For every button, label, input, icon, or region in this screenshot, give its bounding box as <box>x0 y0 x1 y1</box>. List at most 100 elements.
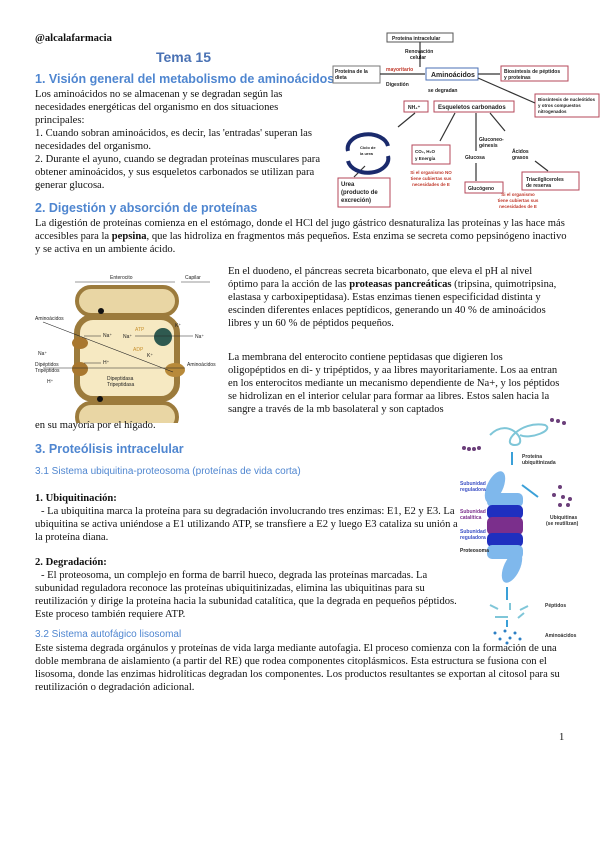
section3-2-text: Este sistema degrada orgánulos y proteín… <box>35 643 560 693</box>
diagram-label: Tripéptidos <box>35 368 60 374</box>
diagram-label: y Energía <box>415 156 436 161</box>
page-number: 1 <box>559 732 565 743</box>
diagram-label: Si el organismo NO <box>410 170 452 175</box>
diagram-label: excreción) <box>341 198 371 204</box>
diagram-label: nitrogenados <box>538 109 567 114</box>
diagram-label: Dipéptidos <box>35 362 59 368</box>
diagram-label: Na⁺ <box>195 334 204 340</box>
diagram-label: reguladora <box>460 535 486 541</box>
diagram-label: NH₄⁺ <box>408 105 421 111</box>
box-esqueletos <box>433 100 515 113</box>
section2-para3-end: en su mayoría por el hígado. <box>35 420 156 431</box>
diagram-label: Ácidos <box>512 148 529 155</box>
diagram-label: CO₂, H₂O <box>415 149 435 154</box>
diagram-label: Urea <box>341 182 355 188</box>
document-title: Tema 15 <box>156 49 211 65</box>
diagram-label: H⁺ <box>103 360 110 366</box>
diagram-label: Proteína <box>522 454 542 460</box>
diagram-label: Aminoácidos <box>431 72 475 79</box>
diagram-label: Péptidos <box>545 603 566 609</box>
diagram-label: Esqueletos carbonados <box>438 105 506 111</box>
diagram-label: ADP <box>133 347 144 353</box>
diagram-label: Si el organismo <box>501 192 535 197</box>
diagram-label: Gluconeo- <box>479 137 504 143</box>
section3-2-heading: 3.2 Sistema autofágico lisosomal <box>35 629 182 640</box>
diagram-label: Na⁺ <box>103 333 112 339</box>
step2-title: 2. Degradación: <box>35 557 107 568</box>
diagram-label: H⁺ <box>47 379 54 385</box>
diagram-label: catalítica <box>460 515 482 521</box>
diagram-label: ATP <box>135 327 145 333</box>
section2-para3: La membrana del enterocito contiene pept… <box>228 352 560 415</box>
diagram-label: K⁺ <box>147 353 153 359</box>
diagram-label: grasos <box>512 155 529 161</box>
diagram-label: necesidades de E <box>412 182 450 187</box>
box-triacilgliceroles <box>521 171 580 191</box>
aminoacid-metabolism-diagram: Proteína intracelular Renovacióncelular … <box>332 32 600 209</box>
diagram-label: (se reutilizan) <box>546 521 579 527</box>
diagram-label: Biosíntesis de péptidos <box>504 69 560 75</box>
diagram-label: Subunidad <box>460 529 486 535</box>
section1-point2: 2. Durante el ayuno, cuando se degradan … <box>35 154 321 191</box>
h-peptide-transporter <box>72 362 88 376</box>
box-glucogeno <box>464 181 504 194</box>
box-urea <box>337 177 391 208</box>
diagram-label: la urea <box>360 151 374 156</box>
diagram-label: Dipeptidasa <box>107 376 134 382</box>
urea-cycle-icon <box>345 132 391 175</box>
diagram-label: tiene cubiertas sus <box>411 176 452 181</box>
diagram-label: (producto de <box>341 190 378 196</box>
diagram-label: dieta <box>335 75 347 81</box>
diagram-label: ubiquitinizada <box>522 460 556 466</box>
box-nh4 <box>403 100 429 113</box>
diagram-label: Proteína de la <box>335 69 368 75</box>
diagram-label: de reserva <box>526 183 551 189</box>
na-k-atpase <box>154 328 172 346</box>
diagram-label: Proteína intracelular <box>392 36 440 42</box>
diagram-label: Biosíntesis de nucleótidos <box>538 97 596 102</box>
diagram-label: Tripeptidasa <box>107 382 135 388</box>
author-handle: @alcalafarmacia <box>35 33 112 44</box>
diagram-label: Aminoácidos <box>545 633 577 639</box>
diagram-label: Glucosa <box>465 155 485 161</box>
box-biosintesis-peptidos <box>500 65 569 82</box>
diagram-label: mayoritario <box>386 67 413 73</box>
section3-1-heading: 3.1 Sistema ubiquitina-proteosoma (prote… <box>35 466 301 477</box>
section1-point1: 1. Cuando sobran aminoácidos, es decir, … <box>35 128 312 152</box>
section3-heading: 3. Proteólisis intracelular <box>35 442 184 456</box>
diagram-label: Enterocito <box>110 275 133 281</box>
diagram-label: y otros compuestos <box>538 103 581 108</box>
diagram-label: Na⁺ <box>38 351 47 357</box>
diagram-label: Digestión <box>386 82 409 88</box>
diagram-label: Na⁺ <box>123 334 132 340</box>
diagram-label: Renovación <box>405 49 433 55</box>
diagram-label: Subunidad <box>460 509 486 515</box>
diagram-label: Ubiquitinas <box>550 515 577 521</box>
diagram-label: Glucógeno <box>468 186 494 192</box>
section2-heading: 2. Digestión y absorción de proteínas <box>35 201 258 215</box>
diagram-label: Capilar <box>185 275 201 281</box>
diagram-label: celular <box>410 55 426 61</box>
box-biosintesis-nucleotidos <box>534 93 600 118</box>
section1-intro: Los aminoácidos no se almacenan y se deg… <box>35 89 283 126</box>
ubiquitinated-protein <box>489 423 549 447</box>
diagram-label: tiene cubiertas sus <box>498 198 539 203</box>
diagram-label: Aminoácidos <box>187 362 216 368</box>
diagram-label: Aminoácidos <box>35 316 64 322</box>
diagram-label: Subunidad <box>460 481 486 487</box>
diagram-label: reguladora <box>460 487 486 493</box>
diagram-label: Ciclo de <box>360 145 376 150</box>
section2-para2: En el duodeno, el páncreas secreta bicar… <box>228 266 557 329</box>
diagram-label: necesidades de E <box>499 204 537 209</box>
basolateral-transporter <box>165 363 185 377</box>
section1-body: Los aminoácidos no se almacenan y se deg… <box>35 88 328 192</box>
diagram-label: se degradan <box>428 88 457 94</box>
diagram-label: y proteínas <box>504 75 531 81</box>
step1-text: - La ubiquitina marca la proteína para s… <box>35 506 458 543</box>
section2-para1: La digestión de proteínas comienza en el… <box>35 218 567 255</box>
na-aa-transporter <box>72 337 88 349</box>
diagram-label: génesis <box>479 143 498 149</box>
section1-heading: 1. Visión general del metabolismo de ami… <box>35 72 335 86</box>
